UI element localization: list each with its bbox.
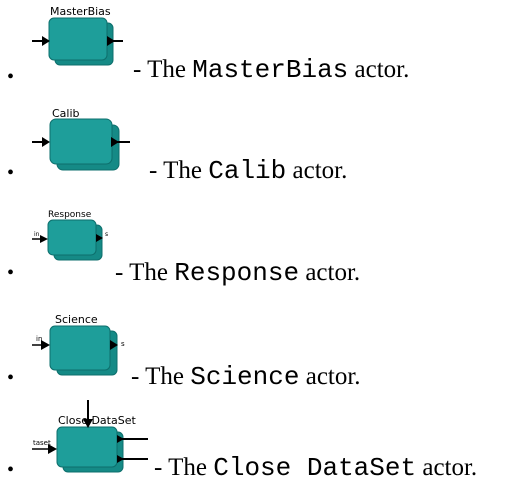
- item-description: - The Science actor.: [131, 362, 361, 392]
- list-item: • MasterBias - The MasterBias actor.: [0, 0, 523, 95]
- port-label-in: taset: [33, 439, 51, 447]
- port-label-out: s: [121, 340, 125, 348]
- actor-name: Close DataSet: [213, 453, 417, 483]
- actor-title: Close DataSet: [58, 414, 136, 427]
- list-item: • Close DataSet taset - The Close DataSe…: [0, 400, 523, 490]
- port-label-in: in: [36, 335, 42, 343]
- actor-name: Science: [190, 362, 300, 392]
- actor-title: Calib: [52, 107, 80, 120]
- actor-name: MasterBias: [192, 55, 349, 85]
- bullet: •: [7, 162, 15, 184]
- bullet: •: [7, 367, 15, 389]
- list-item: • Science in s - The Science actor.: [0, 310, 523, 390]
- bullet: •: [7, 262, 15, 284]
- item-description: - The MasterBias actor.: [133, 55, 410, 85]
- list-item: • Calib - The Calib actor.: [0, 95, 523, 195]
- science-actor-icon: Science in s: [30, 310, 140, 390]
- calib-actor-icon: Calib: [30, 95, 140, 185]
- item-description: - The Close DataSet actor.: [154, 453, 478, 483]
- port-label-out: s: [105, 231, 108, 238]
- list-item: • Response in s - The Response actor.: [0, 205, 523, 295]
- close-dataset-actor-icon: Close DataSet taset: [30, 400, 155, 485]
- response-actor-icon: Response in s: [30, 205, 120, 285]
- masterbias-actor-icon: MasterBias: [30, 0, 130, 80]
- bullet: •: [7, 459, 15, 481]
- actor-title: Science: [55, 313, 98, 326]
- item-description: - The Response actor.: [115, 258, 361, 288]
- bullet: •: [7, 66, 15, 88]
- item-description: - The Calib actor.: [149, 156, 348, 186]
- actor-name: Calib: [208, 156, 287, 186]
- actor-title: Response: [48, 210, 92, 220]
- actor-name: Response: [174, 258, 300, 288]
- port-label-in: in: [34, 231, 40, 238]
- actor-title: MasterBias: [50, 5, 111, 18]
